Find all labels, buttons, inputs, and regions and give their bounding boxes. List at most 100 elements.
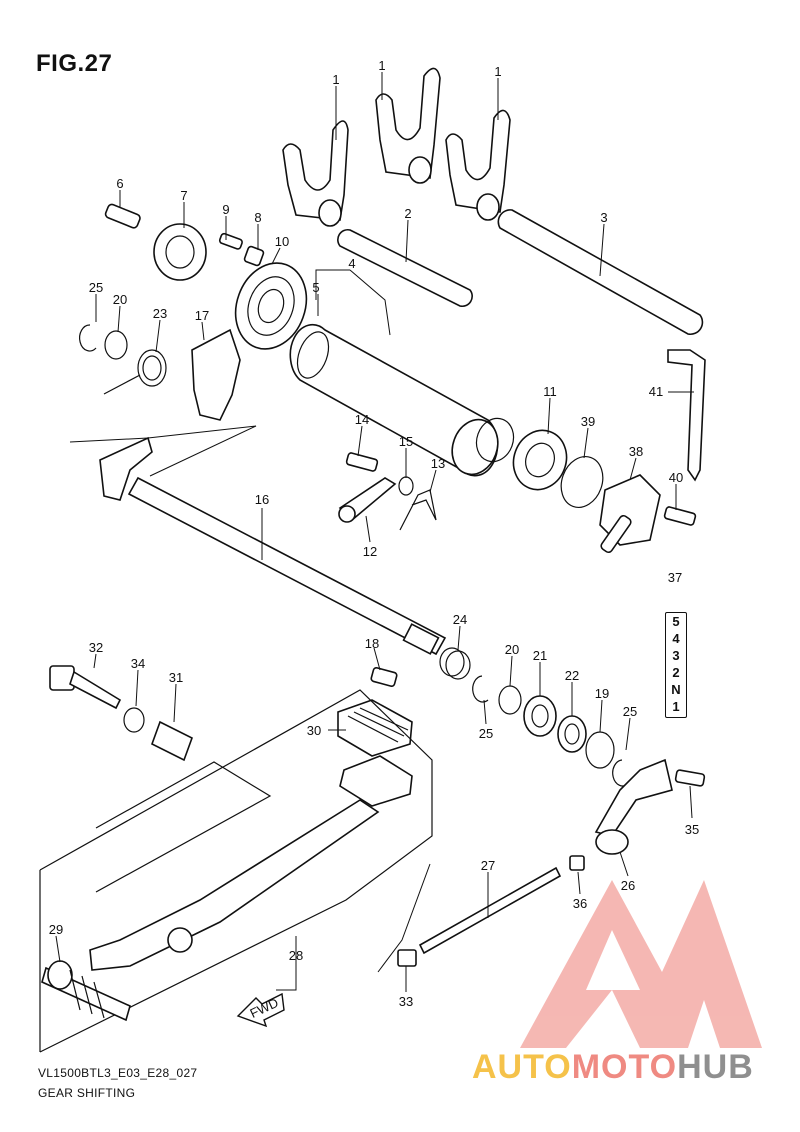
callout-26: 26 xyxy=(621,878,635,893)
callout-18: 18 xyxy=(365,636,379,651)
callout-5: 5 xyxy=(312,280,319,295)
pin-6 xyxy=(104,203,141,229)
callout-31: 31 xyxy=(169,670,183,685)
callout-41: 41 xyxy=(649,384,663,399)
callout-23: 23 xyxy=(153,306,167,321)
callout-9: 9 xyxy=(222,202,229,217)
callout-3: 3 xyxy=(600,210,607,225)
callout-39: 39 xyxy=(581,414,595,429)
callout-28: 28 xyxy=(289,948,303,963)
washer-8 xyxy=(243,245,265,267)
callout-21: 21 xyxy=(533,648,547,663)
washer-20-lower xyxy=(498,685,522,715)
callout-16: 16 xyxy=(255,492,269,507)
washer-34 xyxy=(123,707,145,733)
gear-cell: N xyxy=(671,682,681,697)
gear-cell: 5 xyxy=(672,614,680,629)
callout-15: 15 xyxy=(399,434,413,449)
callout-20a: 20 xyxy=(113,292,127,307)
bolt-9 xyxy=(218,232,243,250)
callout-2: 2 xyxy=(404,206,411,221)
callout-22: 22 xyxy=(565,668,579,683)
callout-17: 17 xyxy=(195,308,209,323)
callout-40: 40 xyxy=(669,470,683,485)
callout-13: 13 xyxy=(431,456,445,471)
fork-shaft-2 xyxy=(337,228,473,308)
callout-6: 6 xyxy=(116,176,123,191)
gear-position-indicator: 5 4 3 2 N 1 xyxy=(665,612,687,718)
callout-1b: 1 xyxy=(378,58,385,73)
washer-19 xyxy=(585,731,615,769)
gear-shift-lever-frame-28 xyxy=(39,689,433,1053)
gear-cell: 1 xyxy=(672,699,680,714)
callout-35: 35 xyxy=(685,822,699,837)
watermark-part-moto: MOTO xyxy=(571,1048,678,1086)
callout-1c: 1 xyxy=(494,64,501,79)
callout-29: 29 xyxy=(49,922,63,937)
gear-shift-shaft-16 xyxy=(99,436,447,656)
callout-33: 33 xyxy=(399,994,413,1009)
callout-30: 30 xyxy=(307,723,321,738)
gear-position-switch-38 xyxy=(599,474,661,554)
oil-seal-22 xyxy=(557,715,587,753)
bearing-21 xyxy=(523,695,557,737)
callout-4: 4 xyxy=(348,256,355,271)
callout-38: 38 xyxy=(629,444,643,459)
callout-24: 24 xyxy=(453,612,467,627)
callout-12: 12 xyxy=(363,544,377,559)
gear-shift-lever-26 xyxy=(594,758,673,855)
spacer-31 xyxy=(151,720,193,762)
gear-cell: 3 xyxy=(672,648,680,663)
callout-27: 27 xyxy=(481,858,495,873)
o-ring-39 xyxy=(560,456,604,508)
callout-32: 32 xyxy=(89,640,103,655)
callout-36: 36 xyxy=(573,896,587,911)
spring-13 xyxy=(399,489,437,531)
link-rod-27 xyxy=(418,866,562,955)
bolt-40 xyxy=(663,506,697,526)
circlip-25-upper xyxy=(79,324,97,352)
circlip-25-lower xyxy=(612,759,629,787)
shift-arm-12 xyxy=(338,477,397,523)
callout-25c: 25 xyxy=(623,704,637,719)
cam-driven-gear-17 xyxy=(191,328,241,421)
figure-title: FIG.27 xyxy=(36,50,113,77)
callout-25b: 25 xyxy=(479,726,493,741)
fwd-arrow-icon: FWD xyxy=(236,992,285,1028)
callout-37: 37 xyxy=(668,570,682,585)
watermark-text: AUTOMOTOHUB xyxy=(472,1048,754,1087)
washer-20-upper xyxy=(104,330,128,360)
footpeg-rubber-29 xyxy=(41,960,131,1022)
leader-lines xyxy=(55,72,694,992)
bolt-32 xyxy=(49,665,122,710)
callout-1a: 1 xyxy=(332,72,339,87)
bearing-11 xyxy=(512,429,568,491)
shift-fork-left xyxy=(282,120,349,227)
wire-clamp-41 xyxy=(667,349,706,482)
callout-10: 10 xyxy=(275,234,289,249)
spring-24 xyxy=(439,647,471,680)
callout-19: 19 xyxy=(595,686,609,701)
washer-15 xyxy=(398,476,414,496)
watermark-part-auto: AUTO xyxy=(472,1048,572,1086)
callout-34: 34 xyxy=(131,656,145,671)
bolt-35 xyxy=(674,769,706,787)
gear-cell: 4 xyxy=(672,631,680,646)
watermark-logo xyxy=(520,880,762,1048)
cam-stopper-7 xyxy=(153,223,207,281)
nut-36 xyxy=(569,855,585,871)
spring-23 xyxy=(103,349,167,395)
watermark-part-hub: HUB xyxy=(677,1048,754,1086)
gear-shift-cam-4 xyxy=(289,323,515,477)
gear-cell: 2 xyxy=(672,665,680,680)
pedal-rubber-30 xyxy=(337,699,413,757)
callout-7: 7 xyxy=(180,188,187,203)
callout-14: 14 xyxy=(355,412,369,427)
shift-fork-middle xyxy=(375,67,441,184)
figure-code: VL1500BTL3_E03_E28_027 xyxy=(38,1066,198,1080)
callout-11: 11 xyxy=(543,384,557,399)
callout-8: 8 xyxy=(254,210,261,225)
figure-name: GEAR SHIFTING xyxy=(38,1086,136,1100)
nut-33 xyxy=(397,949,417,967)
